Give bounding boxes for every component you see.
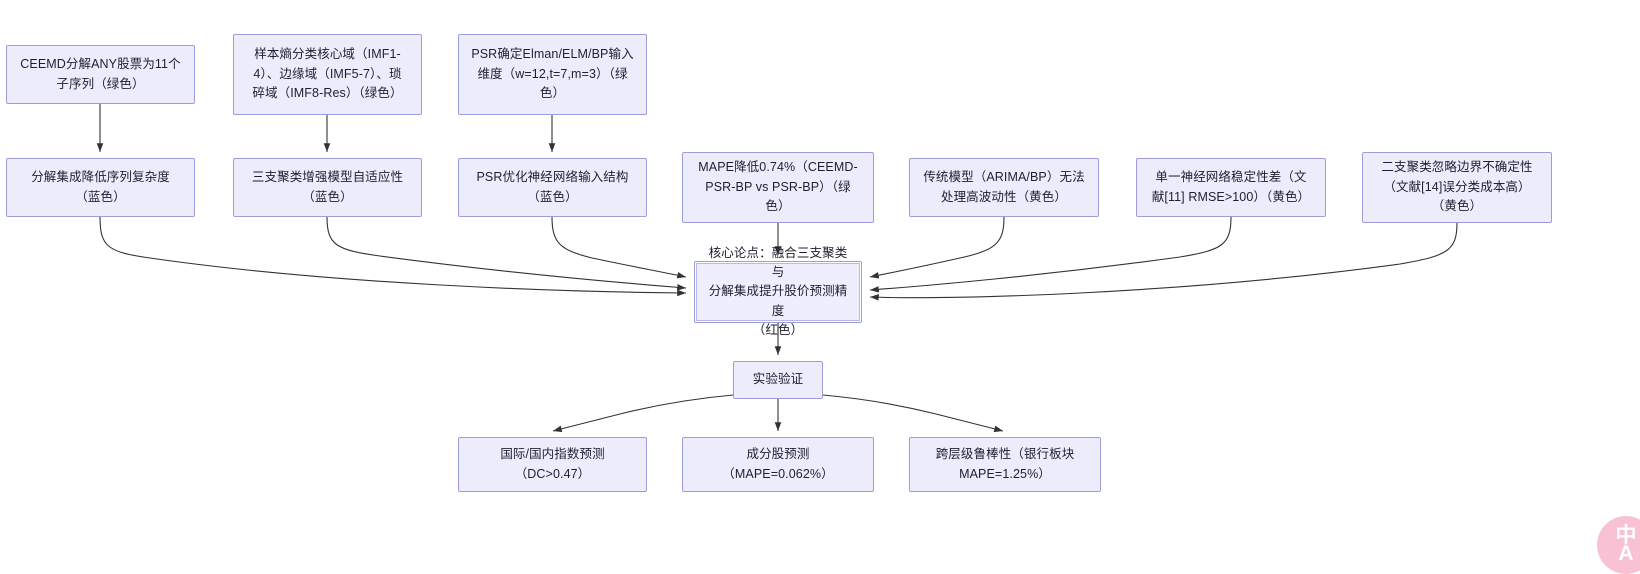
node-label: 跨层级鲁棒性（银行板块 MAPE=1.25%） bbox=[935, 447, 1075, 481]
node-label: 传统模型（ARIMA/BP）无法 处理高波动性（黄色） bbox=[923, 170, 1085, 204]
edge-n5-to-core bbox=[326, 216, 687, 291]
node-sample-entropy-classify[interactable]: 样本熵分类核心域（IMF1- 4）、边缘域（IMF5-7）、琐 碎域（IMF8-… bbox=[233, 34, 422, 115]
watermark-badge: 中 A bbox=[1597, 516, 1640, 574]
node-label: 二支聚类忽略边界不确定性 （文献[14]误分类成本高） （黄色） bbox=[1381, 160, 1533, 214]
node-three-way-clustering-adaptive[interactable]: 三支聚类增强模型自适应性 （蓝色） bbox=[233, 158, 422, 217]
node-label: PSR优化神经网络输入结构 （蓝色） bbox=[476, 170, 629, 204]
node-cross-level-robustness[interactable]: 跨层级鲁棒性（银行板块 MAPE=1.25%） bbox=[909, 437, 1101, 492]
node-reduce-complexity[interactable]: 分解集成降低序列复杂度 （蓝色） bbox=[6, 158, 195, 217]
edge-n8-to-core bbox=[869, 216, 1005, 279]
node-label: 分解集成降低序列复杂度 （蓝色） bbox=[31, 170, 170, 204]
edge-validation-to-n15 bbox=[822, 394, 1004, 433]
node-mape-improvement[interactable]: MAPE降低0.74%（CEEMD- PSR-BP vs PSR-BP）（绿 色… bbox=[682, 152, 874, 223]
watermark-text: 中 A bbox=[1615, 524, 1637, 565]
edge-validation-to-n13 bbox=[552, 394, 734, 433]
edge-n10-to-core bbox=[869, 222, 1458, 301]
node-label: PSR确定Elman/ELM/BP输入 维度（w=12,t=7,m=3）（绿 色… bbox=[471, 47, 634, 101]
node-label: 实验验证 bbox=[752, 372, 804, 387]
edge-n6-to-core bbox=[551, 216, 687, 279]
node-label: 成分股预测 （MAPE=0.062%） bbox=[722, 447, 834, 481]
edge-n9-to-core bbox=[869, 216, 1232, 293]
node-label: 三支聚类增强模型自适应性 （蓝色） bbox=[251, 170, 404, 204]
node-single-nn-instability[interactable]: 单一神经网络稳定性差（文 献[11] RMSE>100）（黄色） bbox=[1136, 158, 1326, 217]
node-label: CEEMD分解ANY股票为11个 子序列（绿色） bbox=[20, 57, 181, 91]
node-psr-optimize-structure[interactable]: PSR优化神经网络输入结构 （蓝色） bbox=[458, 158, 647, 217]
node-index-forecast[interactable]: 国际/国内指数预测 （DC>0.47） bbox=[458, 437, 647, 492]
node-experimental-validation[interactable]: 实验验证 bbox=[733, 361, 823, 399]
node-label: MAPE降低0.74%（CEEMD- PSR-BP vs PSR-BP）（绿 色… bbox=[698, 160, 858, 214]
node-constituent-stock-forecast[interactable]: 成分股预测 （MAPE=0.062%） bbox=[682, 437, 874, 492]
node-two-way-clustering-limitation[interactable]: 二支聚类忽略边界不确定性 （文献[14]误分类成本高） （黄色） bbox=[1362, 152, 1552, 223]
node-core-thesis[interactable]: 核心论点：融合三支聚类与 分解集成提升股价预测精度 （红色） bbox=[694, 246, 862, 337]
node-label: 核心论点：融合三支聚类与 分解集成提升股价预测精度 （红色） bbox=[708, 245, 848, 338]
edge-n4-to-core bbox=[99, 216, 687, 297]
node-label: 单一神经网络稳定性差（文 献[11] RMSE>100）（黄色） bbox=[1151, 170, 1311, 204]
node-label: 国际/国内指数预测 （DC>0.47） bbox=[500, 447, 605, 481]
node-label: 样本熵分类核心域（IMF1- 4）、边缘域（IMF5-7）、琐 碎域（IMF8-… bbox=[252, 47, 403, 101]
node-ceemd-decompose[interactable]: CEEMD分解ANY股票为11个 子序列（绿色） bbox=[6, 45, 195, 104]
node-psr-input-dimension[interactable]: PSR确定Elman/ELM/BP输入 维度（w=12,t=7,m=3）（绿 色… bbox=[458, 34, 647, 115]
node-traditional-model-limitation[interactable]: 传统模型（ARIMA/BP）无法 处理高波动性（黄色） bbox=[909, 158, 1099, 217]
